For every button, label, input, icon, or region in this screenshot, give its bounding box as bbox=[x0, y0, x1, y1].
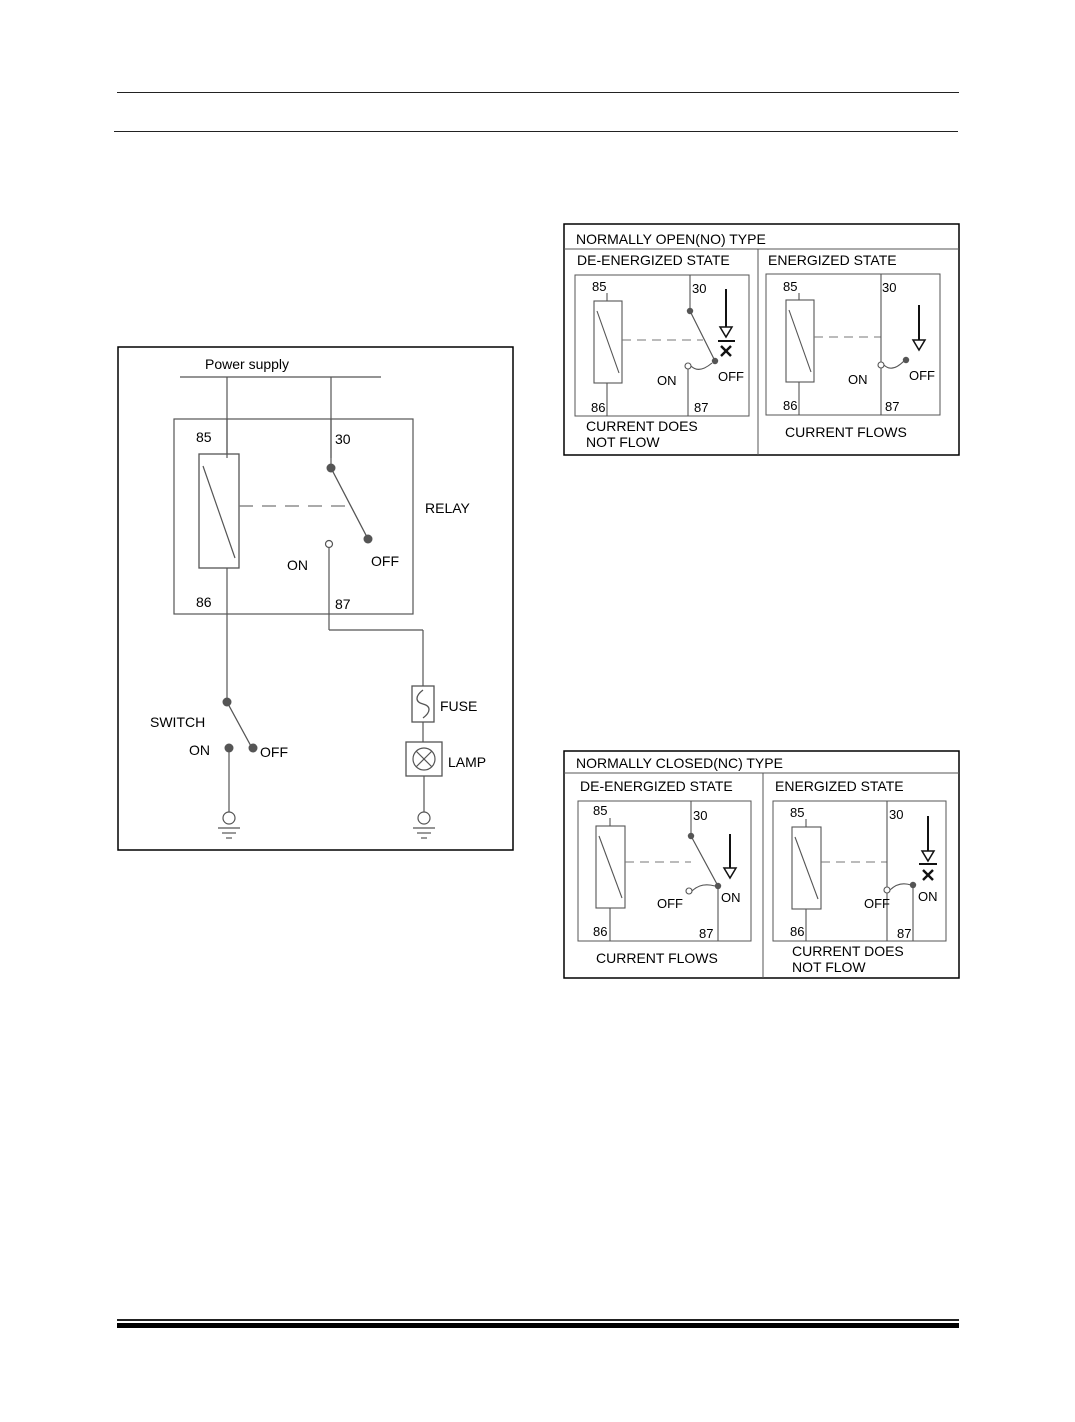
no-type-figure: NORMALLY OPEN(NO) TYPE DE-ENERGIZED STAT… bbox=[563, 223, 961, 457]
terminal-87-label: 87 bbox=[335, 596, 351, 612]
switch-off-label: OFF bbox=[260, 744, 288, 760]
no-left-relay-box bbox=[574, 274, 750, 417]
nc-right-86-label: 86 bbox=[790, 924, 804, 939]
no-left-30-label: 30 bbox=[692, 281, 706, 296]
switch-off-contact bbox=[248, 743, 258, 753]
no-right-off-label: OFF bbox=[909, 368, 935, 383]
relay-on-contact bbox=[324, 539, 334, 549]
nc-left-30-label: 30 bbox=[693, 808, 707, 823]
no-right-30-label: 30 bbox=[882, 280, 896, 295]
nc-left-state-label: DE-ENERGIZED STATE bbox=[580, 778, 733, 794]
nc-right-caption-2: NOT FLOW bbox=[792, 959, 866, 975]
nc-left-relay-box bbox=[577, 800, 752, 942]
nc-type-figure: NORMALLY CLOSED(NC) TYPE DE-ENERGIZED ST… bbox=[563, 750, 961, 980]
footer-rule-thin bbox=[117, 1319, 959, 1321]
no-right-87-label: 87 bbox=[885, 399, 899, 414]
nc-right-87-label: 87 bbox=[897, 926, 911, 941]
fuse-label: FUSE bbox=[440, 698, 477, 714]
header-rule-top bbox=[117, 92, 959, 93]
nc-right-30-label: 30 bbox=[889, 807, 903, 822]
relay-coil bbox=[198, 453, 240, 569]
nc-right-caption-1: CURRENT DOES bbox=[792, 943, 904, 959]
no-type-title: NORMALLY OPEN(NO) TYPE bbox=[576, 231, 766, 247]
no-left-caption-1: CURRENT DOES bbox=[586, 418, 698, 434]
no-left-state-label: DE-ENERGIZED STATE bbox=[577, 252, 730, 268]
relay-box bbox=[173, 418, 414, 615]
power-supply-label: Power supply bbox=[205, 356, 289, 372]
header-rule-bottom bbox=[114, 131, 958, 132]
no-left-caption-2: NOT FLOW bbox=[586, 434, 660, 450]
no-right-relay-box bbox=[765, 273, 941, 416]
relay-off-contact bbox=[363, 534, 373, 544]
nc-right-state-label: ENERGIZED STATE bbox=[775, 778, 904, 794]
switch-label: SWITCH bbox=[150, 714, 205, 730]
terminal-86-label: 86 bbox=[196, 594, 212, 610]
nc-right-on-label: ON bbox=[918, 889, 938, 904]
relay-on-label: ON bbox=[287, 557, 308, 573]
nc-right-85-label: 85 bbox=[790, 805, 804, 820]
no-right-on-label: ON bbox=[848, 372, 868, 387]
no-left-off-label: OFF bbox=[718, 369, 744, 384]
ground-circle-left bbox=[222, 811, 236, 825]
no-left-87-label: 87 bbox=[694, 400, 708, 415]
no-right-85-label: 85 bbox=[783, 279, 797, 294]
no-right-86-label: 86 bbox=[783, 398, 797, 413]
nc-left-off-label: OFF bbox=[657, 896, 683, 911]
relay-label: RELAY bbox=[425, 500, 471, 516]
no-right-coil bbox=[785, 299, 815, 383]
relay-off-label: OFF bbox=[371, 553, 399, 569]
relay-circuit-figure: Power supply 85 30 RELAY ON OFF 86 87 SW… bbox=[117, 346, 515, 852]
no-right-state-label: ENERGIZED STATE bbox=[768, 252, 897, 268]
no-left-on-label: ON bbox=[657, 373, 677, 388]
no-left-86-label: 86 bbox=[591, 400, 605, 415]
nc-left-87-label: 87 bbox=[699, 926, 713, 941]
terminal-85-label: 85 bbox=[196, 429, 212, 445]
nc-left-86-label: 86 bbox=[593, 924, 607, 939]
nc-right-off-label: OFF bbox=[864, 896, 890, 911]
ground-circle-right bbox=[417, 811, 431, 825]
nc-left-on-label: ON bbox=[721, 890, 741, 905]
nc-type-title: NORMALLY CLOSED(NC) TYPE bbox=[576, 755, 783, 771]
nc-left-caption-1: CURRENT FLOWS bbox=[596, 950, 718, 966]
switch-on-label: ON bbox=[189, 742, 210, 758]
terminal-30-label: 30 bbox=[335, 431, 351, 447]
footer-rule-thick bbox=[117, 1323, 959, 1328]
nc-right-relay-box bbox=[772, 800, 947, 942]
lamp-label: LAMP bbox=[448, 754, 486, 770]
no-right-caption-1: CURRENT FLOWS bbox=[785, 424, 907, 440]
nc-left-85-label: 85 bbox=[593, 803, 607, 818]
no-left-85-label: 85 bbox=[592, 279, 606, 294]
no-left-coil bbox=[593, 300, 623, 384]
